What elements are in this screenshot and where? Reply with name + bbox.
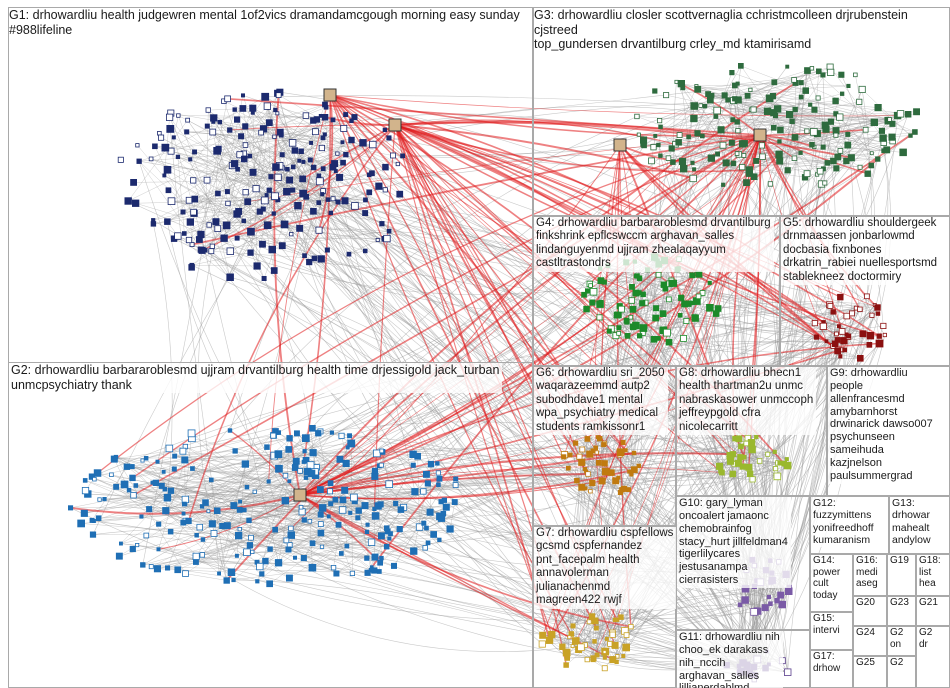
group-label-g9: G9: drhowardliu people allenfrancesmd am…	[828, 367, 936, 484]
group-label-g8: G8: drhowardliu bhecn1 health thartman2u…	[677, 367, 816, 435]
group-label-g18: G18: list hea	[917, 555, 944, 591]
group-label-g7: G7: drhowardliu cspfellows gcsmd cspfern…	[534, 527, 676, 609]
group-label-g26: G2	[888, 657, 906, 670]
group-label-g4: G4: drhowardliu barbararoblesmd drvantil…	[534, 217, 774, 272]
group-label-g23: G23	[888, 597, 912, 610]
group-label-g5: G5: drhowardliu shouldergeek drnmaassen …	[781, 217, 940, 285]
group-label-g24: G24	[854, 627, 878, 640]
group-panel-g2	[8, 362, 533, 688]
group-label-g15: G15: intervi	[811, 613, 843, 637]
group-label-g6: G6: drhowardliu sri_2050 waqarazeemmd au…	[534, 367, 668, 435]
group-label-g2: G2: drhowardliu barbararoblesmd ujjram d…	[9, 363, 502, 393]
group-label-g20: G20	[854, 597, 878, 610]
group-label-g19: G19	[888, 555, 912, 568]
group-label-g25: G25	[854, 657, 878, 670]
group-label-g16: G16: medi aseg	[854, 555, 881, 591]
group-label-g3: G3: drhowardliu closler scottvernaglia c…	[534, 8, 947, 52]
group-label-g21: G21	[917, 597, 941, 610]
group-label-g13: G13: drhowar mahealt andylow	[890, 497, 934, 547]
group-label-g11: G11: drhowardliu nih choo_ek darakass ni…	[677, 631, 783, 688]
group-label-g17: G17: drhow	[811, 651, 843, 675]
group-label-g27: G2 dr	[917, 627, 935, 651]
group-label-g10: G10: gary_lyman oncoalert jamaonc chemob…	[677, 497, 791, 588]
group-label-g1: G1: drhowardliu health judgewren mental …	[9, 8, 520, 37]
group-label-g12: G12: fuzzymittens yonifreedhoff kumarani…	[811, 497, 877, 547]
group-label-g22: G2 on	[888, 627, 906, 651]
group-label-g14: G14: power cult today	[811, 555, 843, 603]
group-panel-g1	[8, 7, 533, 363]
